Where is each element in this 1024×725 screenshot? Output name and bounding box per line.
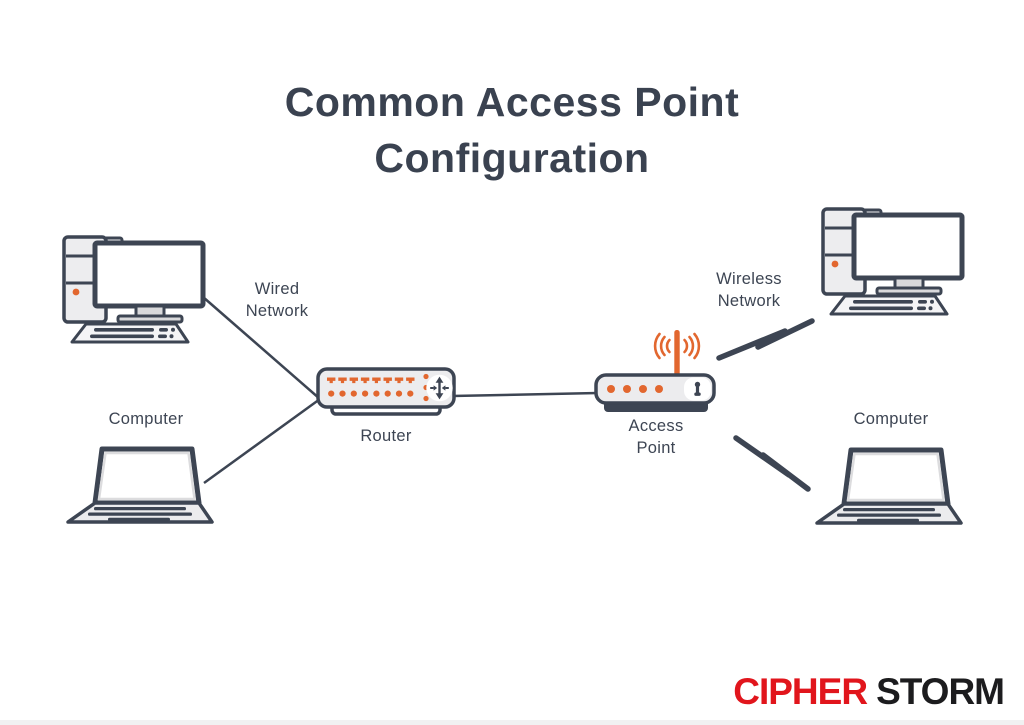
page-title: Common Access Point Configuration <box>284 79 740 181</box>
access-point-icon <box>594 330 716 412</box>
label-wired-network: Wired Network <box>245 280 309 320</box>
antenna-signal-icon <box>653 330 701 382</box>
arrows-throughput-icon <box>426 374 453 402</box>
access-point-leds <box>607 385 663 393</box>
desktop-computer-left-icon <box>64 237 203 342</box>
wired-connections <box>202 296 599 485</box>
router-icon <box>316 367 456 416</box>
laptop-computer-right-icon <box>817 450 961 523</box>
label-wireless-network: Wireless Network <box>716 270 782 310</box>
access-point-port-plug <box>694 381 701 396</box>
logo-storm-text: STORM <box>876 671 1005 712</box>
label-computer-left: Computer <box>108 410 184 428</box>
laptop-computer-left-icon <box>68 449 212 522</box>
wire-laptop-left-to-router <box>203 397 321 485</box>
wire-desktop-left-to-router <box>202 296 321 400</box>
wireless-connections <box>716 318 815 492</box>
wireless-bolt-icon-top <box>716 318 815 361</box>
desktop-computer-right-icon <box>823 209 962 314</box>
logo-cipher-text: CIPHER <box>733 671 868 712</box>
wireless-bolt-icon-bottom <box>733 435 811 492</box>
wire-router-to-access-point <box>451 391 599 398</box>
page-bottom-edge <box>0 720 1024 725</box>
label-router: Router <box>360 427 412 445</box>
router-ports <box>326 373 429 402</box>
label-access-point: Access Point <box>628 417 684 457</box>
cipher-storm-logo: CIPHER STORM <box>733 671 1005 713</box>
label-computer-right: Computer <box>853 410 929 428</box>
